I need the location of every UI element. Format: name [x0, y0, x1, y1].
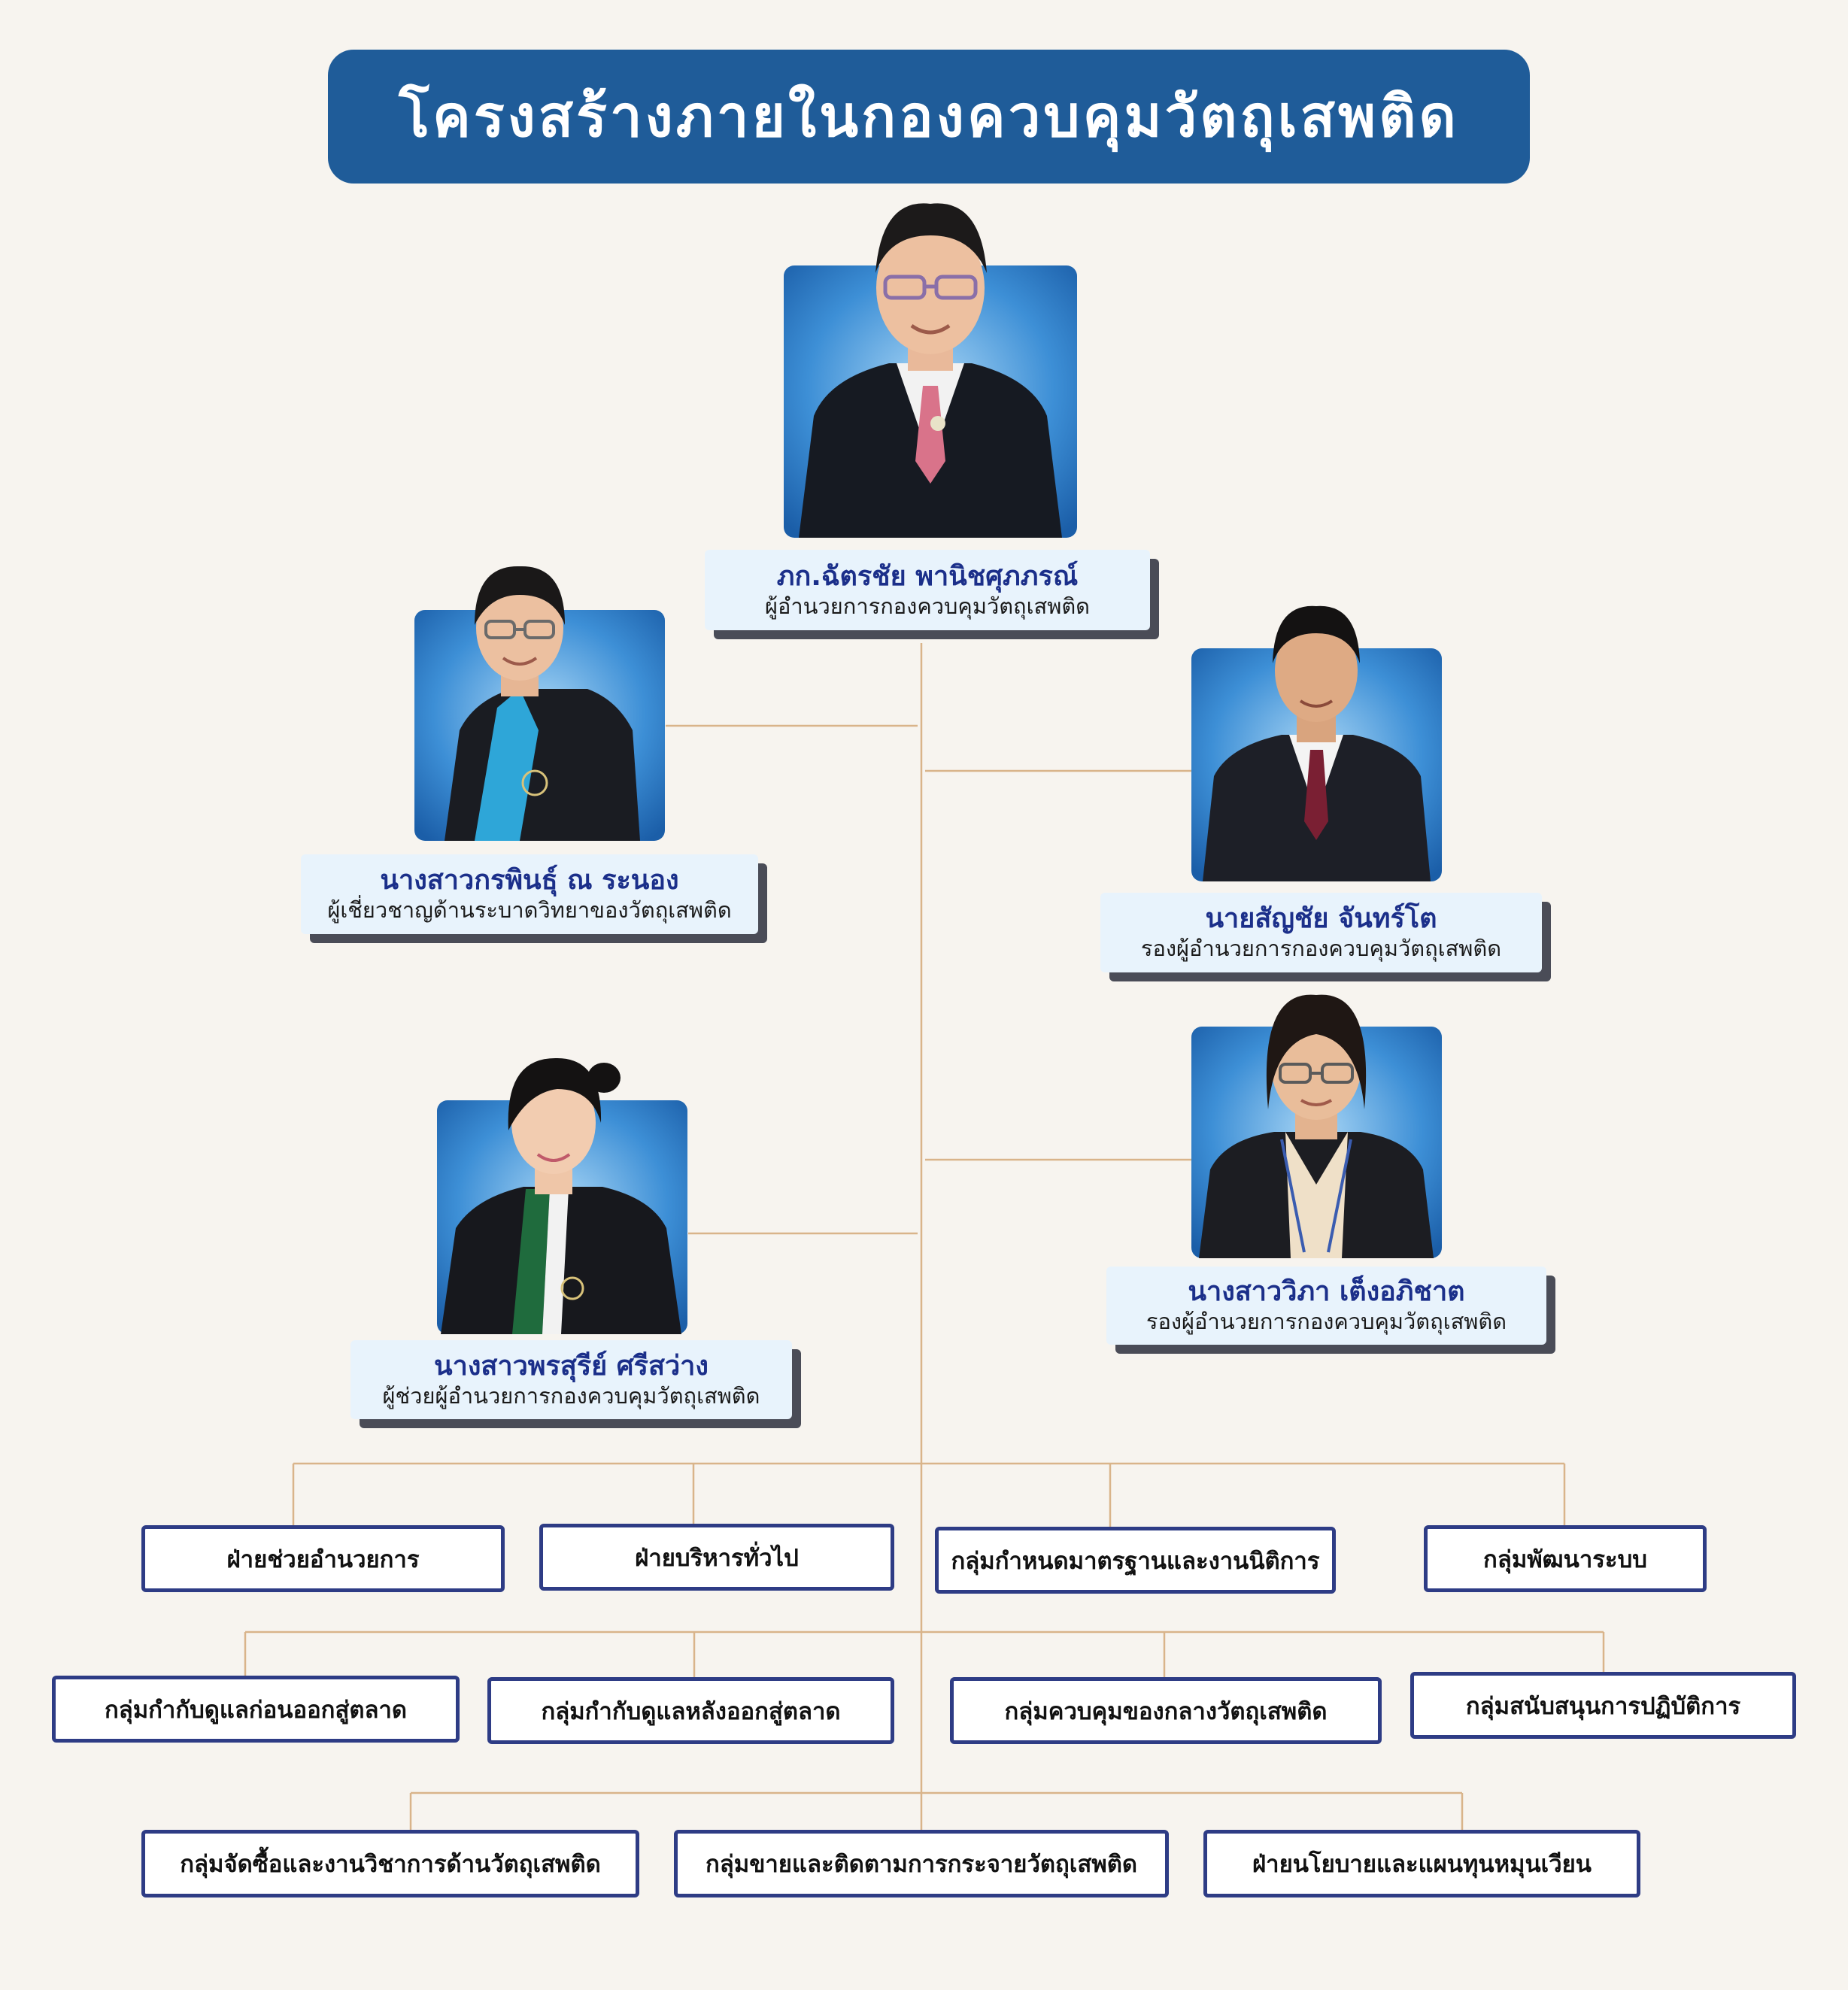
portrait-man-glasses-icon — [784, 203, 1077, 538]
assistant-position: ผู้ช่วยผู้อำนวยการกองควบคุมวัตถุเสพติด — [382, 1382, 760, 1409]
unit-procurement-academic: กลุ่มจัดซื้อและงานวิชาการด้านวัตถุเสพติด — [141, 1830, 639, 1897]
portrait-woman-glasses-icon — [414, 566, 665, 841]
deputy1-position: รองผู้อำนวยการกองควบคุมวัตถุเสพติด — [1140, 936, 1502, 962]
portrait-woman-icon — [437, 1057, 687, 1334]
assistant-name: นางสาวพรสุรีย์ ศรีสว่าง — [434, 1350, 709, 1382]
assistant-card: นางสาวพรสุรีย์ ศรีสว่าง ผู้ช่วยผู้อำนวยก… — [350, 1340, 792, 1419]
unit-seized-control: กลุ่มควบคุมของกลางวัตถุเสพติด — [950, 1677, 1382, 1744]
unit-pre-market: กลุ่มกำกับดูแลก่อนออกสู่ตลาด — [52, 1676, 460, 1743]
director-name: ภก.ฉัตรชัย พานิชศุภภรณ์ — [776, 560, 1079, 592]
portrait-man-icon — [1191, 605, 1442, 881]
deputy1-name: นายสัญชัย จันทร์โต — [1205, 903, 1437, 935]
deputy1-photo — [1191, 605, 1442, 881]
unit-policy-revolving-fund: ฝ่ายนโยบายและแผนทุนหมุนเวียน — [1203, 1830, 1640, 1897]
expert-photo — [414, 566, 665, 841]
deputy2-card: นางสาววิภา เต็งอภิชาต รองผู้อำนวยการกองค… — [1106, 1267, 1546, 1345]
expert-position: ผู้เชี่ยวชาญด้านระบาดวิทยาของวัตถุเสพติด — [327, 897, 732, 924]
unit-general-admin: ฝ่ายบริหารทั่วไป — [539, 1524, 894, 1591]
unit-system-development: กลุ่มพัฒนาระบบ — [1424, 1525, 1707, 1592]
portrait-woman-glasses-icon — [1191, 994, 1442, 1258]
unit-admin-support: ฝ่ายช่วยอำนวยการ — [141, 1525, 505, 1592]
deputy1-card: นายสัญชัย จันทร์โต รองผู้อำนวยการกองควบค… — [1100, 893, 1542, 972]
director-photo — [784, 203, 1077, 538]
expert-card: นางสาวกรพินธุ์ ณ ระนอง ผู้เชี่ยวชาญด้านร… — [301, 854, 758, 934]
unit-sales-distribution: กลุ่มขายและติดตามการกระจายวัตถุเสพติด — [674, 1830, 1169, 1897]
unit-operations-support: กลุ่มสนับสนุนการปฏิบัติการ — [1410, 1672, 1796, 1739]
director-position: ผู้อำนวยการกองควบคุมวัตถุเสพติด — [764, 593, 1091, 619]
deputy2-photo — [1191, 994, 1442, 1258]
unit-standards-legal: กลุ่มกำหนดมาตรฐานและงานนิติการ — [935, 1527, 1336, 1594]
assistant-photo — [437, 1057, 687, 1334]
deputy2-name: นางสาววิภา เต็งอภิชาต — [1188, 1276, 1465, 1308]
deputy2-position: รองผู้อำนวยการกองควบคุมวัตถุเสพติด — [1146, 1309, 1507, 1335]
director-card: ภก.ฉัตรชัย พานิชศุภภรณ์ ผู้อำนวยการกองคว… — [705, 550, 1150, 630]
expert-name: นางสาวกรพินธุ์ ณ ระนอง — [380, 865, 679, 896]
page-title: โครงสร้างภายในกองควบคุมวัตถุเสพติด — [328, 50, 1530, 184]
unit-post-market: กลุ่มกำกับดูแลหลังออกสู่ตลาด — [487, 1677, 894, 1744]
